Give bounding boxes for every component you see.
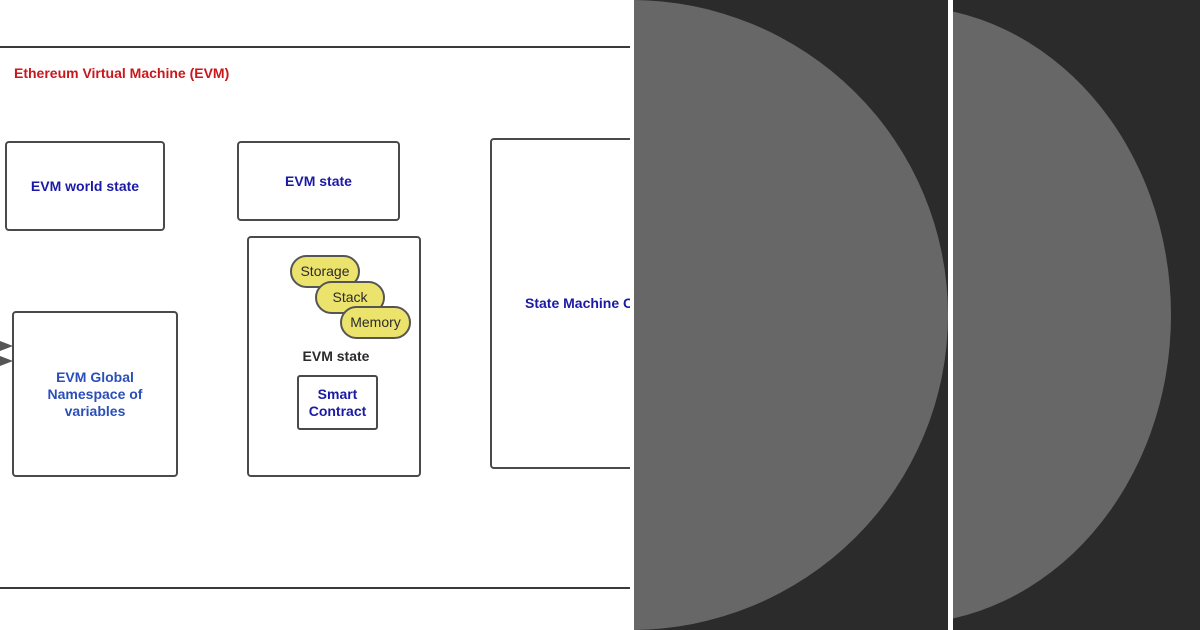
- state-machine-label: State Machine C: [525, 295, 630, 311]
- arrowhead-icon: [0, 341, 13, 351]
- gap-strip: [948, 0, 953, 630]
- execution-state-label: EVM state: [302, 348, 370, 364]
- evm-global-namespace-label: EVM Global Namespace of variables: [47, 368, 143, 419]
- memory-pill: Memory: [340, 306, 411, 339]
- gap-strip: [630, 0, 634, 630]
- bottom-divider: [0, 587, 630, 589]
- evm-global-namespace-box: EVM Global Namespace of variables: [12, 311, 178, 477]
- half-circle-shape: [634, 0, 948, 630]
- smart-contract-label: Smart Contract: [308, 385, 367, 419]
- evm-state-label: EVM state: [285, 172, 352, 189]
- evm-state-box: EVM state: [237, 141, 400, 221]
- state-machine-box: State Machine C: [490, 138, 630, 469]
- execution-context-box: Storage Stack Memory EVM state Smart Con…: [247, 236, 421, 477]
- arrowhead-icon: [0, 356, 13, 366]
- evm-world-state-label: EVM world state: [30, 177, 140, 194]
- diagram-title: Ethereum Virtual Machine (EVM): [14, 65, 230, 81]
- evm-world-state-box: EVM world state: [5, 141, 165, 231]
- overlay-panel-right: [953, 0, 1200, 630]
- top-divider: [0, 46, 630, 48]
- diagram-canvas: Ethereum Virtual Machine (EVM) EVM world…: [0, 46, 630, 589]
- overlay-panel-left: [634, 0, 948, 630]
- half-circle-shape: [953, 6, 1171, 624]
- smart-contract-box: Smart Contract: [297, 375, 378, 430]
